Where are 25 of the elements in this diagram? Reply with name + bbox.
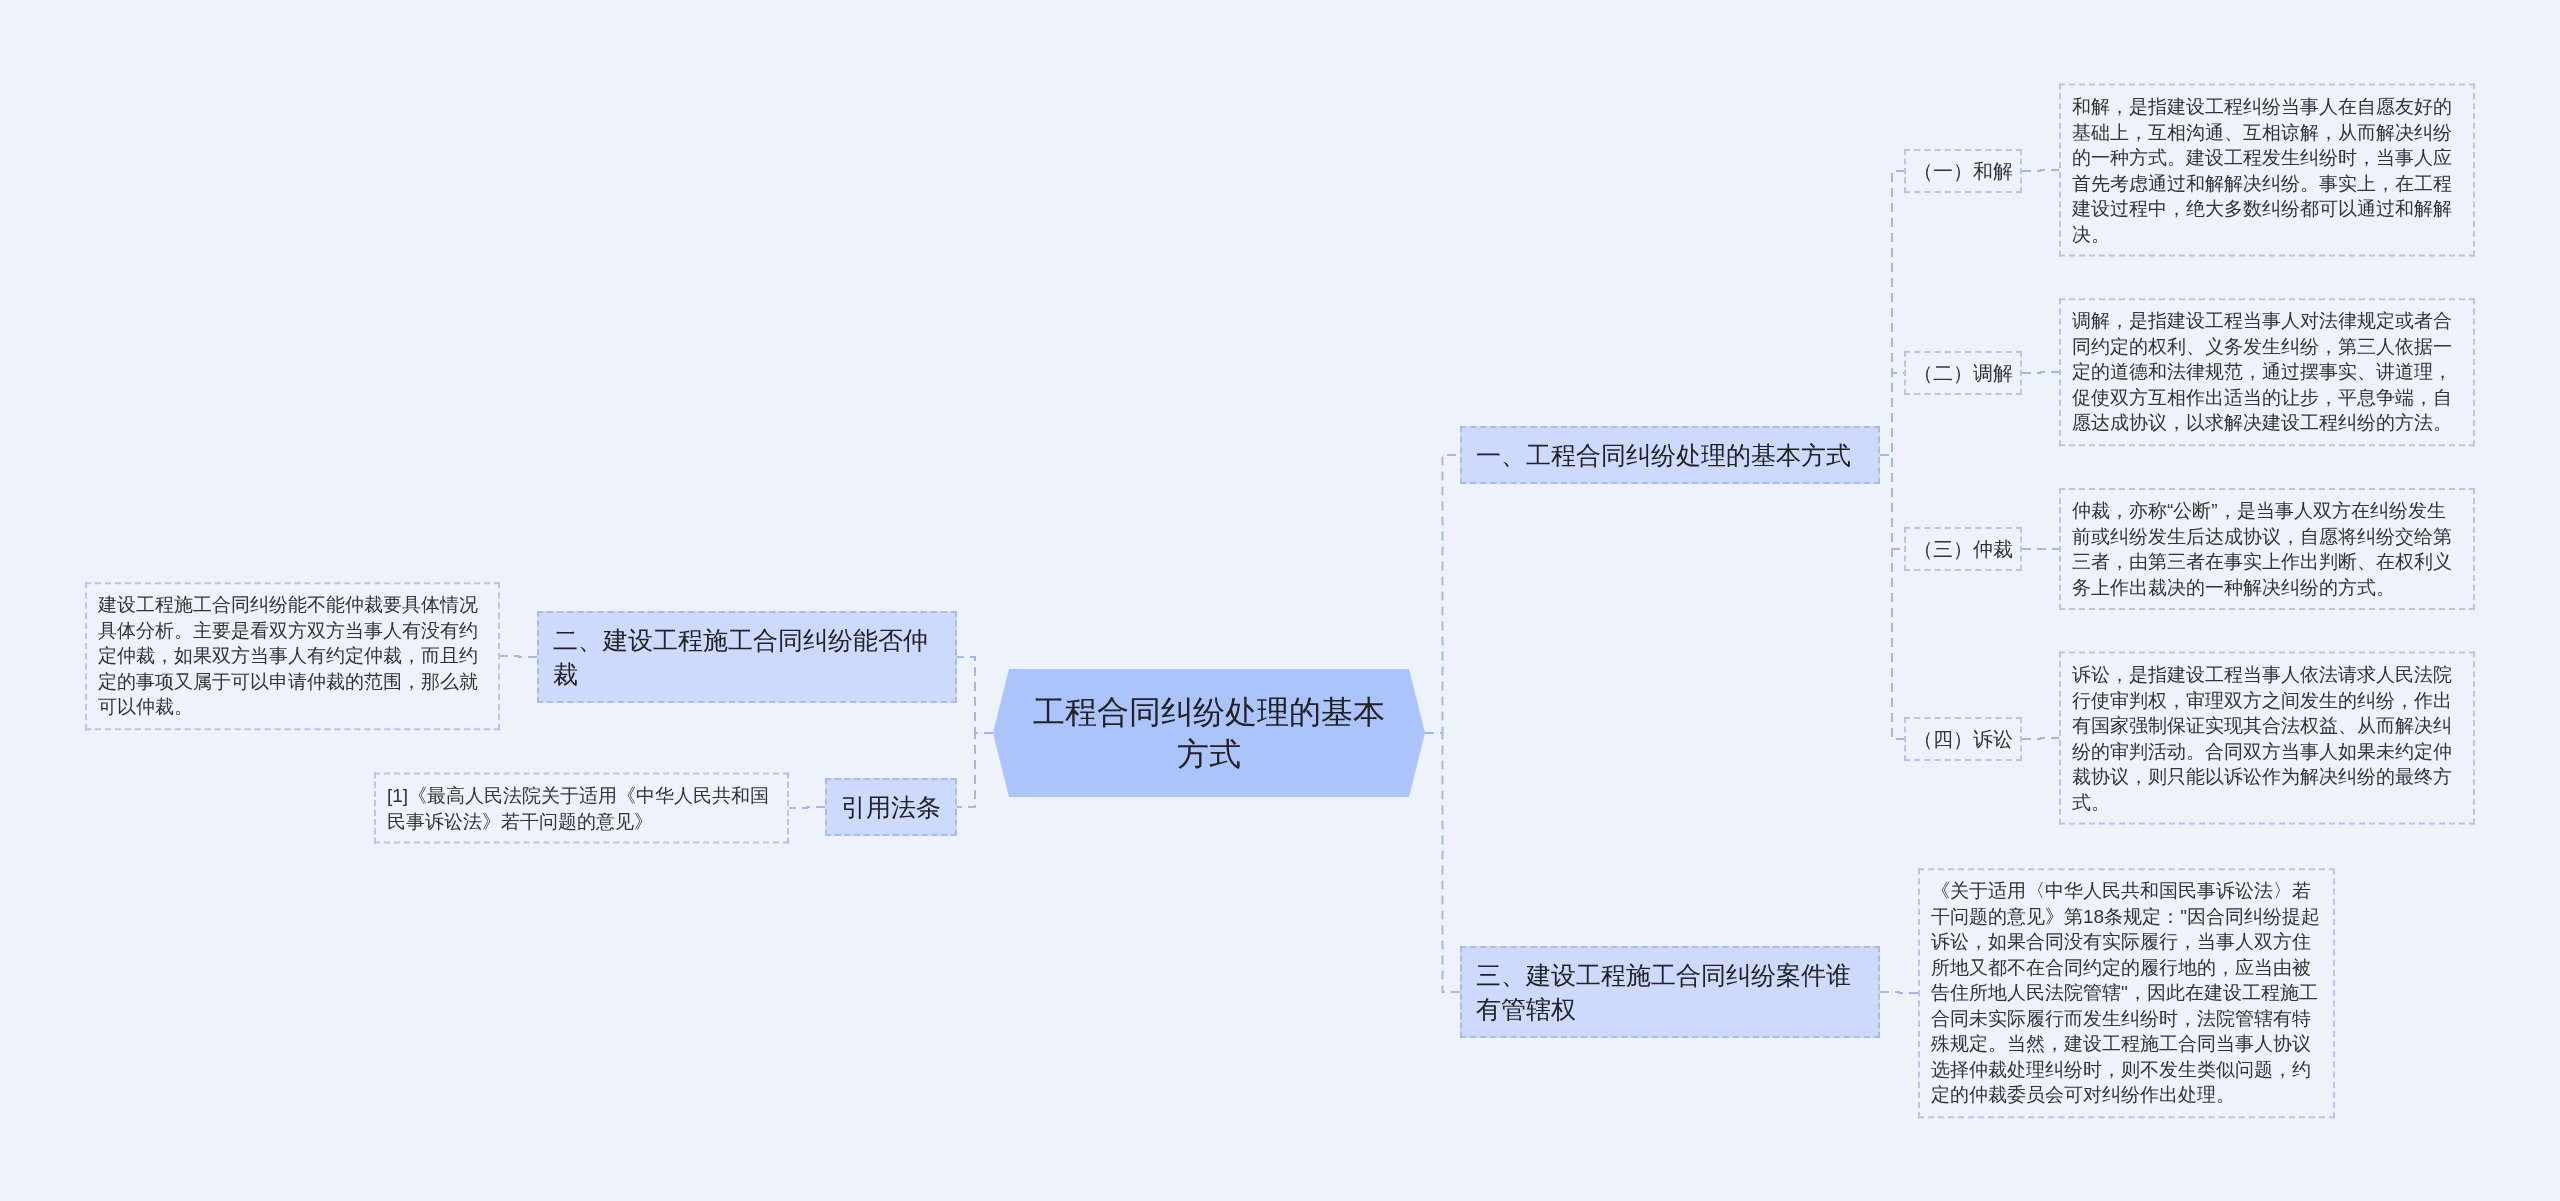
note-box: 仲裁，亦称“公断”，是当事人双方在纠纷发生前或纠纷发生后达成协议，自愿将纠纷交给第三者，由第三者在事实上作出判断、在权利义务上作出裁决的一种解决纠纷的方式。 [2059, 488, 2475, 610]
main-topic-box: 二、建设工程施工合同纠纷能否仲裁 [537, 611, 957, 703]
main-topic-box: 引用法条 [825, 778, 957, 836]
note-box: 建设工程施工合同纠纷能不能仲裁要具体情况具体分析。主要是看双方双方当事人有没有约定仲裁，如果双方当事人有约定仲裁，而且约定的事项又属于可以申请仲裁的范围，那么就可以仲裁。 [85, 582, 500, 730]
note-box: 和解，是指建设工程纠纷当事人在自愿友好的基础上，互相沟通、互相谅解，从而解决纠纷的一种方式。建设工程发生纠纷时，当事人应首先考虑通过和解解决纠纷。事实上，在工程建设过程中，绝大多数纠纷都可以通过和解解决。 [2059, 83, 2475, 257]
connector-line [2021, 737, 2060, 740]
connector-line [788, 806, 826, 809]
note-box: [1]《最高人民法院关于适用《中华人民共和国民事诉讼法》若干问题的意见》 [374, 772, 789, 844]
subtopic-box: （四）诉讼 [1904, 717, 2022, 761]
note-box: 《关于适用〈中华人民共和国民事诉讼法〉若干问题的意见》第18条规定："因合同纠纷提起诉讼，如果合同没有实际履行，当事人双方住所地又都不在合同约定的履行地的，应当由被告住所地人民法院管辖"，因此在建设工程施工合同未实际履行而发生纠纷时，法院管辖有特殊规定。当然，建设工程施工合同当事人协议选择仲裁处理纠纷时，则不发生类似问题，约定的仲裁委员会可对纠纷作出处理。 [1918, 868, 2335, 1118]
connector-line [956, 732, 994, 808]
connector-line [1879, 454, 1905, 740]
main-topic-box: 三、建设工程施工合同纠纷案件谁有管辖权 [1460, 946, 1880, 1038]
connector-line [1879, 991, 1919, 994]
note-box: 调解，是指建设工程当事人对法律规定或者合同约定的权利、义务发生纠纷，第三人依据一定的道德和法律规范，通过摆事实、讲道理，促使双方互相作出适当的让步，平息争端，自愿达成协议，以求解决建设工程纠纷的方法。 [2059, 298, 2475, 446]
note-box: 诉讼，是指建设工程当事人依法请求人民法院行使审判权，审理双方之间发生的纠纷，作出有国家强制保证实现其合法权益、从而解决纠纷的审判活动。合同双方当事人如果未约定仲裁协议，则只能以诉讼作为解决纠纷的最终方式。 [2059, 651, 2475, 825]
subtopic-box: （二）调解 [1904, 351, 2022, 395]
connector-line [1424, 732, 1461, 993]
connector-line [499, 655, 538, 658]
main-topic-box: 一、工程合同纠纷处理的基本方式 [1460, 426, 1880, 484]
subtopic-box: （一）和解 [1904, 149, 2022, 193]
connector-line [2021, 169, 2060, 172]
connector-line [2021, 548, 2060, 550]
subtopic-box: （三）仲裁 [1904, 527, 2022, 571]
connector-line [2021, 371, 2060, 374]
